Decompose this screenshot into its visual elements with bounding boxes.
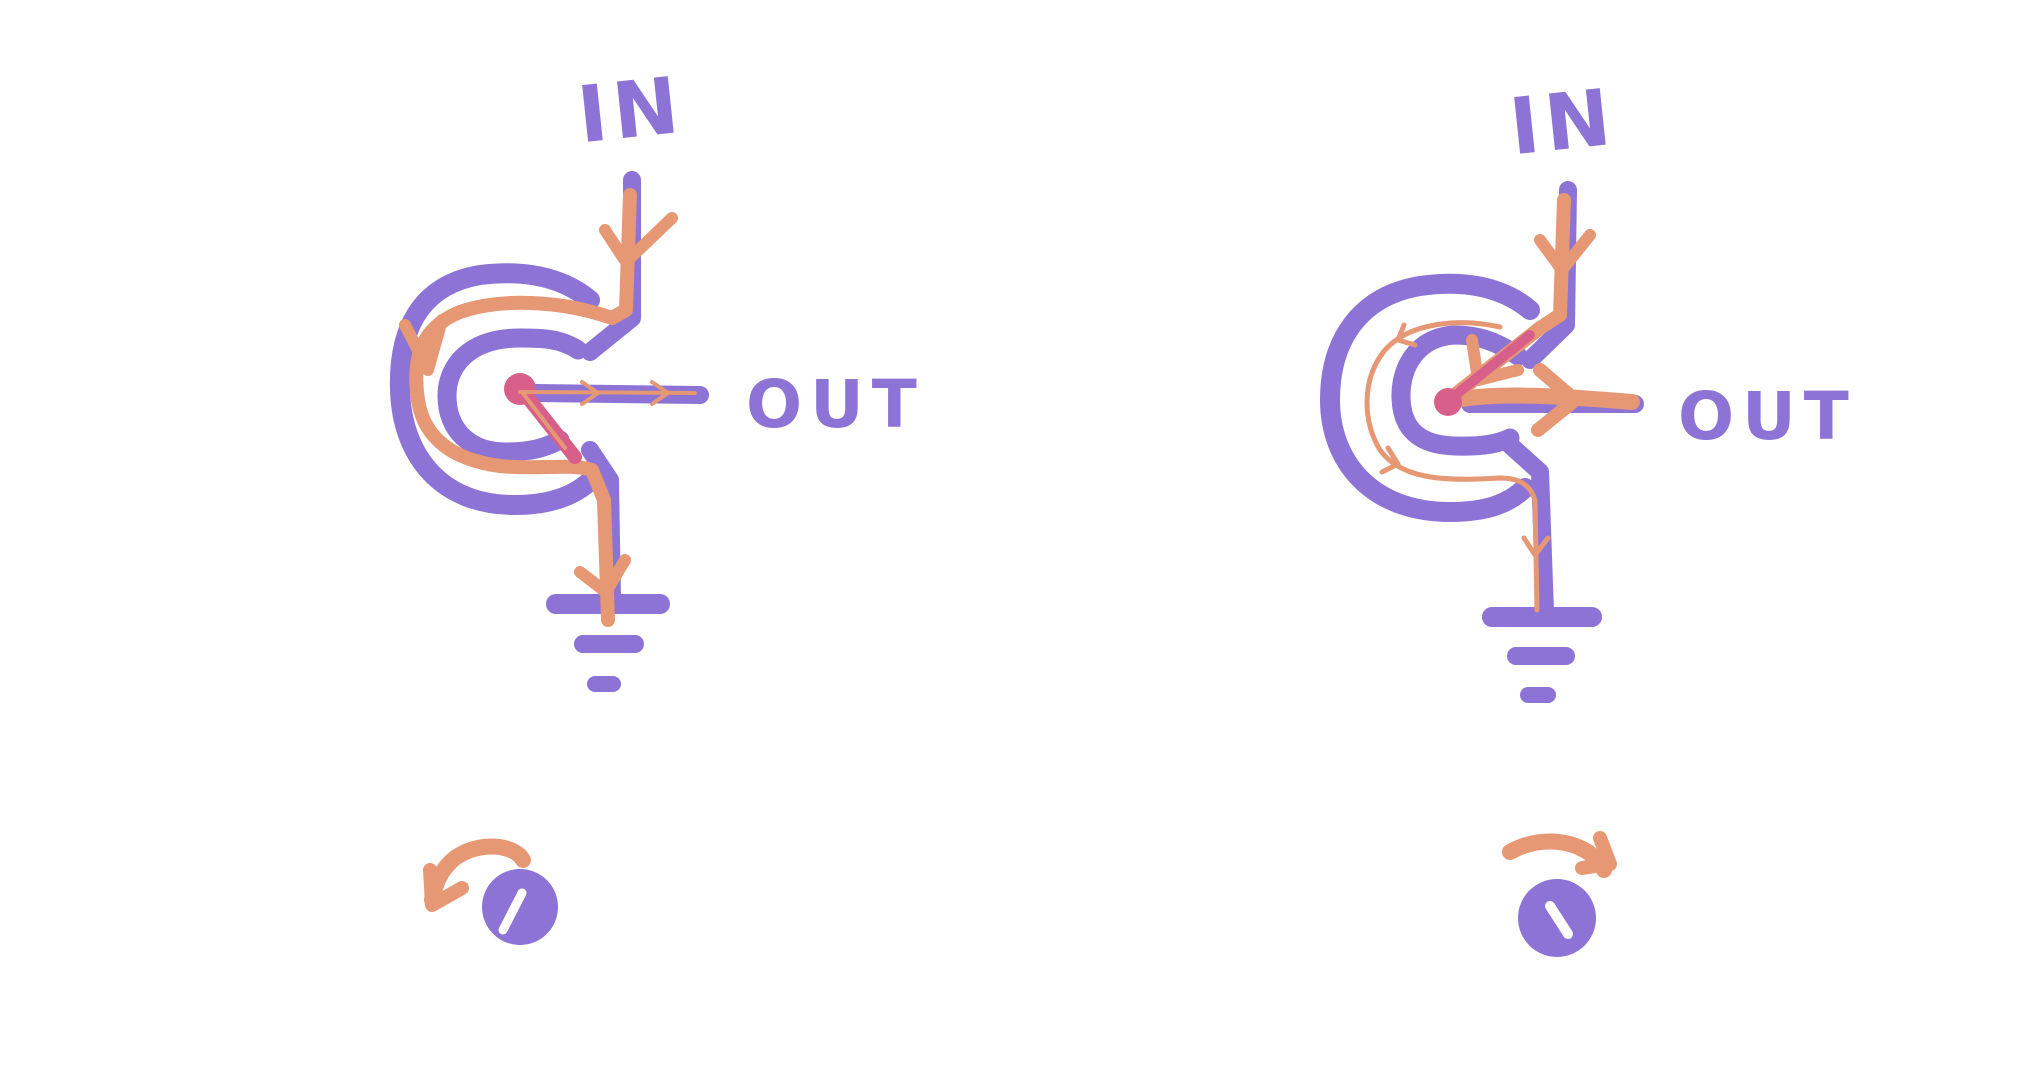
- right-output-flow: [1447, 387, 1640, 410]
- right-wiper-contact: [1434, 388, 1462, 416]
- left-wiper-contact: [504, 373, 536, 405]
- right-output-arrowhead-icon: [1531, 363, 1582, 437]
- right-knob: [1518, 879, 1596, 957]
- left-knob: [482, 869, 558, 945]
- right-track-arrow-3-icon: [1521, 535, 1551, 558]
- right-ground-wire: [1501, 436, 1554, 621]
- left-inner-track: [437, 328, 588, 462]
- right-potentiometer-diagram: [1320, 181, 1644, 957]
- right-current-path-track: [1364, 320, 1540, 613]
- right-track-arrow-1-icon: [1395, 322, 1418, 348]
- left-rotate-ccw-arrowhead-icon: [423, 863, 469, 912]
- right-knob-indicator: [1545, 901, 1573, 939]
- left-current-path: [409, 188, 637, 627]
- right-arrowhead-input-icon: [1534, 229, 1596, 276]
- left-arrowhead-input-icon: [599, 212, 678, 268]
- left-knob-indicator: [498, 888, 527, 935]
- right-wiper-arm: [1447, 330, 1535, 403]
- left-potentiometer-diagram: [389, 171, 709, 945]
- left-input-label: IN: [573, 60, 689, 162]
- left-output-flow-arrow-2-icon: [650, 380, 670, 406]
- left-wiper-flow: [520, 390, 567, 450]
- left-arrowhead-ground-icon: [574, 554, 631, 598]
- left-knob-body: [482, 869, 558, 945]
- right-outer-track: [1320, 273, 1540, 522]
- left-outer-track: [389, 263, 610, 515]
- right-input-label: IN: [1505, 72, 1621, 174]
- left-output-label: OUT: [746, 366, 925, 443]
- right-track-arrow-2-icon: [1379, 445, 1401, 475]
- left-output-flow-arrow-1-icon: [580, 380, 600, 406]
- left-arrowhead-track-icon: [399, 314, 448, 376]
- right-output-label: OUT: [1678, 378, 1857, 455]
- right-rotate-cw-arrowhead-icon: [1575, 831, 1617, 875]
